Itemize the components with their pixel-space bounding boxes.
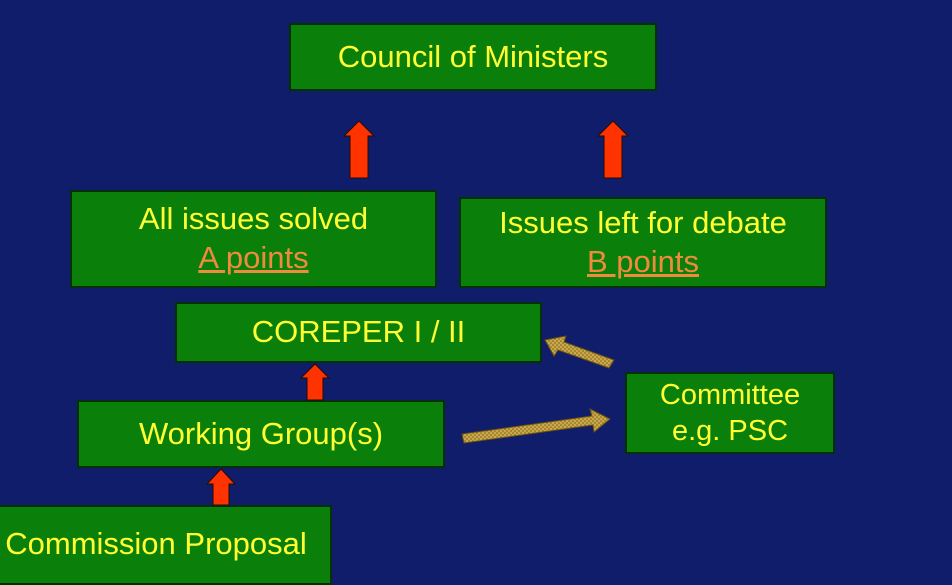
arrow-up-b-to-council-icon [596,120,630,179]
arrow-committee-to-coreper-icon [544,335,615,369]
b-points-link[interactable]: B points [586,243,699,279]
arrow-up-a-to-council-icon [342,120,376,179]
a-points-link[interactable]: A points [198,240,309,275]
commission-proposal-box: Commission Proposal [0,505,332,585]
issues-left-for-debate-label: Issues left for debate [499,204,787,240]
council-label: Council of Ministers [337,38,609,74]
committee-label: Committee [659,378,801,411]
council-of-ministers-box: Council of Ministers [289,23,657,91]
all-issues-solved-label: All issues solved [138,201,369,237]
all-issues-solved-box: All issues solved A points [70,190,437,288]
arrow-up-commission-to-wg-icon [205,468,237,506]
committee-example-label: e.g. PSC [671,415,789,447]
coreper-label: COREPER I / II [251,314,466,350]
committee-box: Committee e.g. PSC [625,372,835,454]
working-groups-label: Working Group(s) [138,415,384,451]
working-groups-box: Working Group(s) [77,400,445,468]
commission-proposal-label: Commission Proposal [5,526,307,561]
coreper-box: COREPER I / II [175,302,542,363]
arrow-wg-to-committee-icon [461,408,611,444]
arrow-up-wg-to-coreper-icon [299,363,331,401]
issues-left-for-debate-box: Issues left for debate B points [459,197,827,288]
